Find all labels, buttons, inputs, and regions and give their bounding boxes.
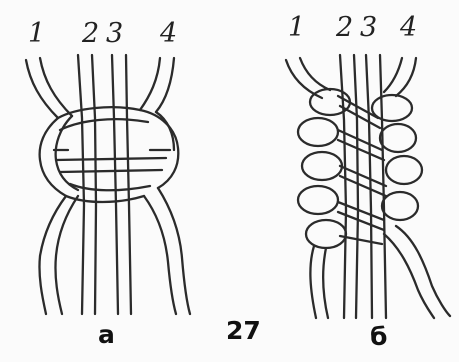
- left-panel-caption: а: [98, 322, 115, 347]
- left-diagram: [26, 55, 190, 314]
- right-filler-cord-2: [340, 55, 358, 318]
- left-square-knot: [54, 107, 170, 202]
- left-cord-number-2: 2: [82, 20, 99, 47]
- right-exit-cords: [310, 226, 450, 318]
- figure-number: 27: [226, 318, 261, 343]
- right-cord-number-4: 4: [400, 14, 417, 41]
- left-filler-cord-2: [78, 55, 96, 314]
- right-cord-number-2: 2: [336, 14, 353, 41]
- right-cord-number-3: 3: [360, 14, 377, 41]
- right-cord-number-1: 1: [288, 14, 305, 41]
- left-working-cord-1: [26, 58, 78, 314]
- right-diagram: [286, 55, 450, 318]
- right-working-cord-4: [384, 58, 416, 96]
- right-panel-caption: б: [370, 324, 387, 349]
- left-cord-number-3: 3: [106, 20, 123, 47]
- left-cord-number-1: 1: [28, 20, 45, 47]
- left-cord-number-4: 4: [160, 20, 177, 47]
- right-filler-cord-3: [366, 55, 386, 318]
- left-filler-cord-3: [112, 55, 131, 314]
- right-spiral-sennit: [298, 89, 422, 248]
- right-working-cord-1: [286, 58, 330, 98]
